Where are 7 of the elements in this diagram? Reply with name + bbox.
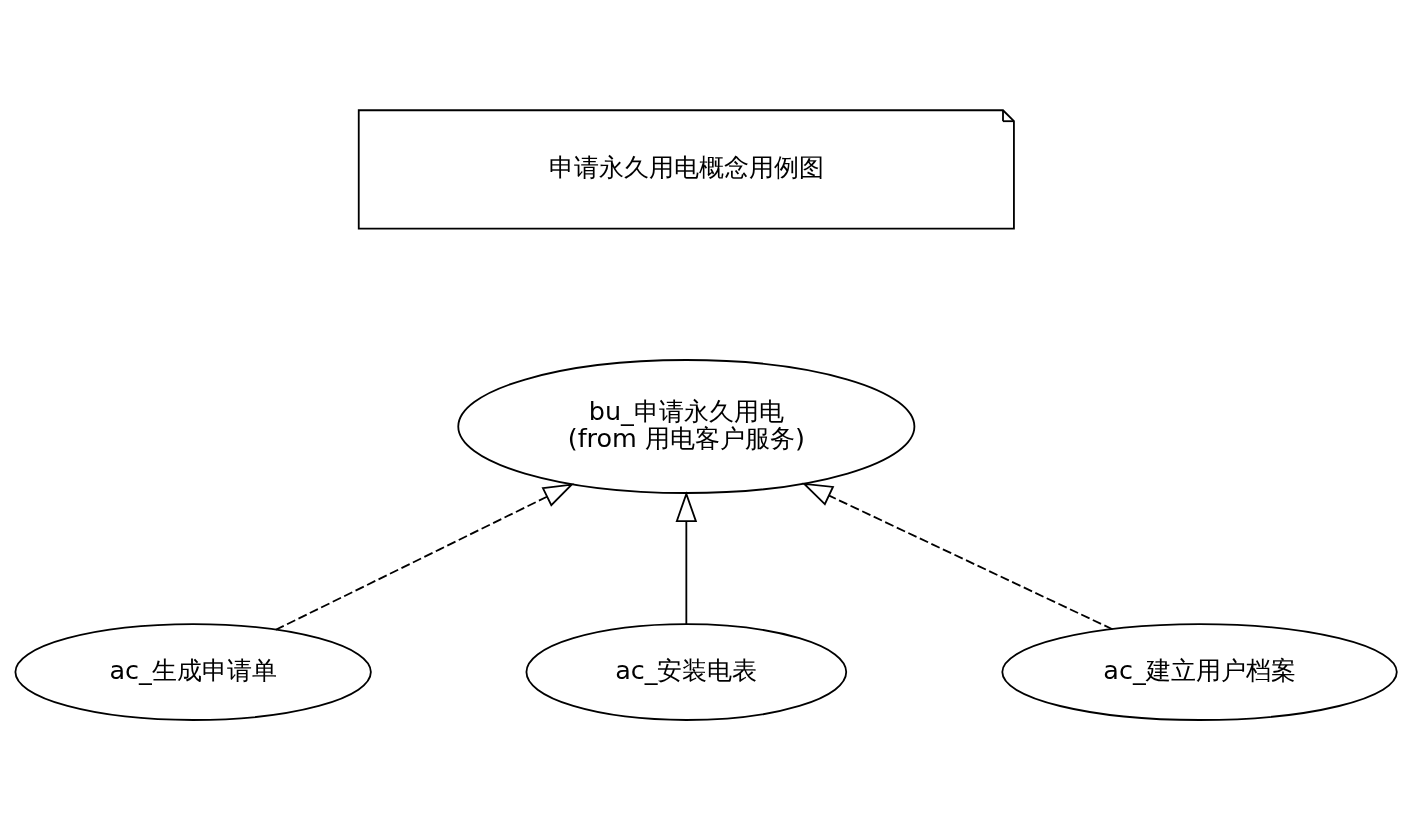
arrow: [675, 490, 698, 625]
node-ellipse: ac_安装电表: [525, 622, 848, 721]
node-ellipse: ac_生成申请单: [14, 622, 372, 721]
node-ellipse: ac_建立用户档案: [1001, 622, 1398, 721]
node-ellipse: bu_申请永久用电 (from 用电客户服务): [457, 358, 916, 494]
arrow: [801, 482, 1114, 630]
arrow: [274, 482, 575, 631]
